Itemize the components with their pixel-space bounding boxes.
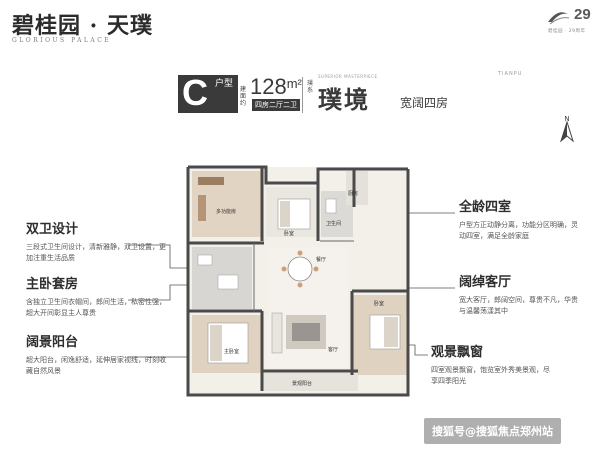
brand-name: 碧桂园 · 天璞 (12, 13, 153, 39)
unit-type-label: 户型 (214, 79, 233, 89)
unit-name-en: SUPERIOR MASTERPIECE (318, 74, 378, 79)
project-name-en: TIANPU (498, 71, 523, 77)
feature-title: 全龄四室 (459, 200, 512, 215)
feature-desc: 含独立卫生间衣帽间，郎间生活，私密性强，超大开间彰显主人尊贵 (26, 298, 166, 317)
brand-subtitle: GLORIOUS PALACE (12, 37, 112, 44)
unit-tagline: 宽阔四房 (400, 96, 449, 110)
feature-four-rooms: 全龄四室 户型方正动静分离，功能分区明确，灵动四室，满足全龄家庭 (459, 200, 579, 242)
series-label: 璞系 (307, 80, 314, 94)
label-master: 主卧室 (224, 348, 239, 355)
feature-title: 观景飘窗 (431, 345, 484, 360)
feature-living-room: 阔绰客厅 宽大客厅，郎阔空间，尊贵不凡，华贵与温馨荡漾其中 (459, 275, 579, 317)
area-value: 128m² (250, 74, 302, 100)
unit-name: 璞境 (318, 85, 370, 114)
dining-table (287, 256, 313, 282)
compass-label: N (564, 115, 569, 123)
label-bedroom-north: 卧室 (284, 230, 294, 237)
feature-title: 阔景阳台 (26, 335, 79, 350)
sofa (271, 312, 283, 354)
developer-logo-icon (548, 12, 570, 25)
label-bedroom-east: 卧室 (374, 300, 384, 307)
floor-plan-drawing: 多功能房 卧室 卫生间 厨房 餐厅 主卧室 客厅 卧室 景观阳台 (186, 165, 410, 397)
label-study: 多功能房 (216, 208, 236, 215)
balcony (262, 373, 358, 391)
coffee-table (292, 323, 320, 341)
anniversary-number: 29 (574, 6, 591, 23)
layout-label: 四房二厅二卫 (252, 99, 300, 111)
feature-desc: 三段式卫生间设计，清新雅静，双卫设置，更加注重生活品质 (26, 243, 166, 262)
label-balcony: 景观阳台 (292, 380, 312, 387)
area-unit: m² (286, 76, 302, 91)
unit-badge: C 户型 (178, 72, 238, 113)
feature-bay-window: 观景飘窗 四室观景飘窗，饱览室外秀美景观，尽享四季阳光 (431, 345, 555, 387)
feature-master-suite: 主卧套房 含独立卫生间衣帽间，郎间生活，私密性强，超大开间彰显主人尊贵 (26, 277, 166, 319)
feature-balcony: 阔景阳台 超大阳台，闲逸舒适，延伸居家视线，时刻收藏自然风景 (26, 335, 166, 377)
feature-title: 双卫设计 (26, 222, 79, 237)
label-bath-north: 卫生间 (326, 220, 341, 227)
unit-letter: C (182, 72, 208, 113)
study-desk (198, 177, 224, 185)
feature-desc: 户型方正动静分离，功能分区明确，灵动四室，满足全龄家庭 (459, 221, 578, 240)
kitchen (346, 171, 368, 205)
feature-title: 主卧套房 (26, 277, 79, 292)
label-living: 客厅 (328, 346, 338, 353)
anniversary-caption: 碧桂园 · 29周年 (548, 29, 586, 34)
feature-title: 阔绰客厅 (459, 275, 512, 290)
north-arrow-icon: N (560, 115, 574, 143)
label-kitchen: 厨房 (348, 190, 358, 197)
source-watermark: 搜狐号@搜狐焦点郑州站 (424, 418, 561, 444)
feature-desc: 宽大客厅，郎阔空间，尊贵不凡，华贵与温馨荡漾其中 (459, 296, 578, 315)
feature-dual-bath: 双卫设计 三段式卫生间设计，清新雅静，双卫设置，更加注重生活品质 (26, 222, 166, 264)
title-divider (302, 77, 303, 113)
feature-desc: 超大阳台，闲逸舒适，延伸居家视线，时刻收藏自然风景 (26, 356, 166, 375)
area-number: 128 (250, 74, 287, 99)
label-dining: 餐厅 (316, 256, 326, 263)
study-shelf (198, 195, 206, 221)
feature-desc: 四室观景飘窗，饱览室外秀美景观，尽享四季阳光 (431, 366, 550, 385)
area-prefix: 建面约 (240, 86, 247, 107)
